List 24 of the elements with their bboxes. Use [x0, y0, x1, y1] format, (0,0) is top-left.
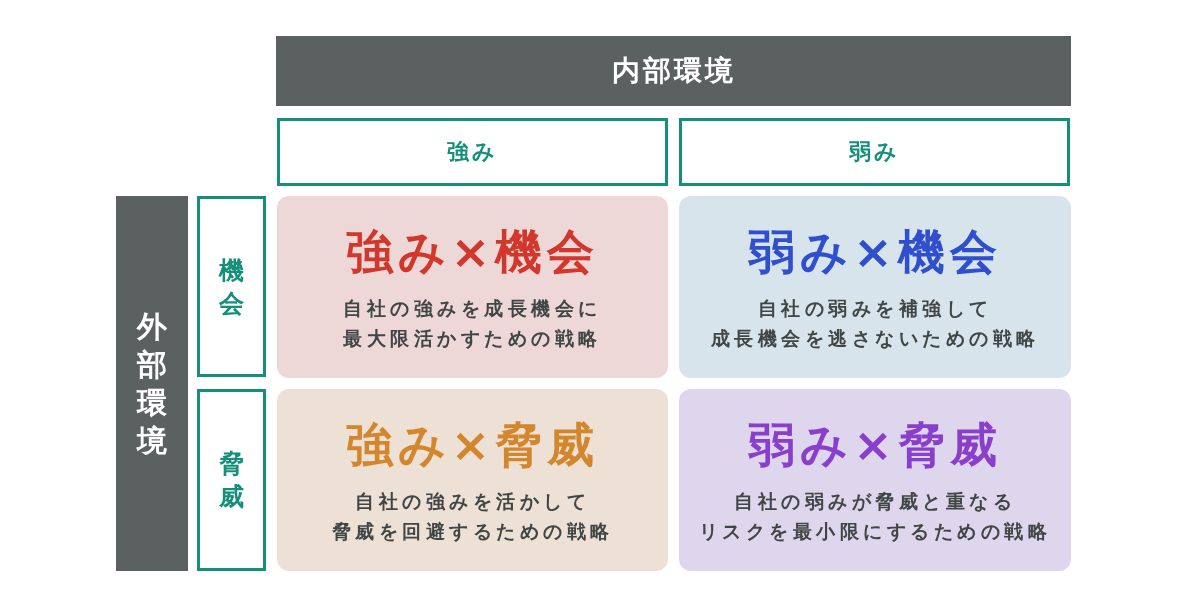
quadrant-title: 強み×脅威	[345, 416, 600, 474]
side-header-bar	[116, 196, 188, 571]
column-heading: 弱み	[849, 138, 900, 166]
category-heading: 内部環境	[611, 54, 736, 88]
row-heading: 脅威	[219, 448, 244, 513]
quadrant-description: 自社の強みを成長機会に最大限活かすための戦略	[342, 296, 603, 351]
quadrant-card	[277, 389, 668, 571]
quadrant-card	[679, 196, 1071, 378]
row-heading: 機会	[219, 254, 244, 320]
column-header-box	[277, 118, 668, 186]
quadrant-description: 自社の弱みが脅威と重なるリスクを最小限にするための戦略	[697, 489, 1053, 544]
quadrant-description: 自社の弱みを補強して成長機会を逃さないための戦略	[709, 296, 1041, 351]
column-heading: 強み	[447, 138, 498, 166]
header-bar	[276, 36, 1071, 106]
category-heading: 外部環境	[137, 307, 167, 460]
quadrant-title: 弱み×脅威	[748, 416, 1002, 474]
quadrant-title: 強み×機会	[345, 223, 600, 281]
quadrant-card	[679, 389, 1071, 571]
row-header-box	[197, 196, 266, 377]
column-header-box	[679, 118, 1070, 186]
quadrant-title: 弱み×機会	[748, 223, 1002, 281]
quadrant-card	[277, 196, 668, 378]
row-header-box	[197, 389, 266, 571]
quadrant-description: 自社の強みを活かして脅威を回避するための戦略	[330, 489, 615, 544]
